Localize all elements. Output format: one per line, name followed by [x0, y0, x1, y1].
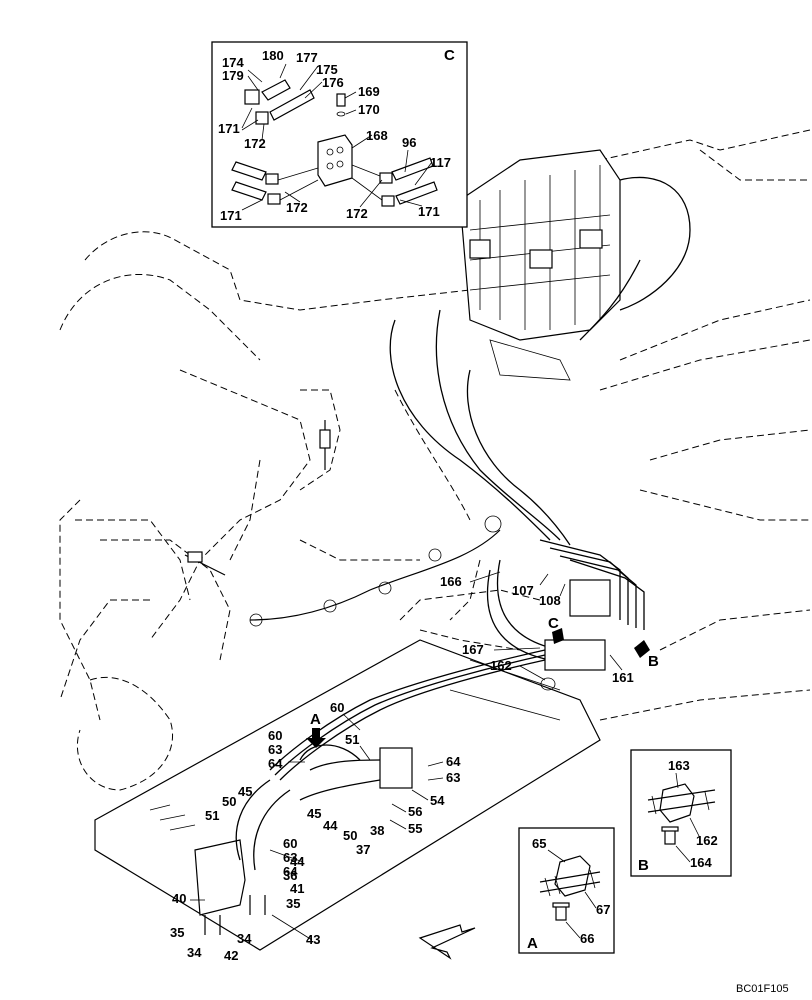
svg-text:64: 64: [446, 754, 461, 769]
svg-text:A: A: [527, 935, 538, 952]
svg-text:162: 162: [490, 658, 512, 673]
svg-text:162: 162: [696, 833, 718, 848]
front-direction-arrow: [418, 924, 476, 960]
svg-text:51: 51: [205, 808, 219, 823]
svg-text:117: 117: [430, 155, 451, 170]
svg-text:34: 34: [237, 931, 252, 946]
svg-text:35: 35: [170, 925, 184, 940]
svg-text:170: 170: [358, 102, 380, 117]
svg-text:66: 66: [580, 931, 594, 946]
inset-c: C 180 174 179 177 175 176 169 170 171 17…: [211, 41, 468, 228]
svg-text:64: 64: [283, 864, 298, 879]
machine-frame-outline: [59, 129, 811, 791]
svg-text:166: 166: [440, 574, 462, 589]
svg-text:175: 175: [316, 62, 338, 77]
svg-text:C: C: [444, 47, 455, 64]
svg-text:51: 51: [345, 732, 359, 747]
svg-text:45: 45: [307, 806, 321, 821]
svg-text:44: 44: [290, 854, 305, 869]
svg-text:167: 167: [462, 642, 484, 657]
svg-text:174: 174: [222, 55, 244, 70]
svg-text:37: 37: [356, 842, 370, 857]
svg-text:164: 164: [690, 855, 712, 870]
svg-text:55: 55: [408, 821, 422, 836]
svg-text:169: 169: [358, 84, 380, 99]
control-valve: [389, 149, 691, 546]
main-callouts: 166 107 108 167 162 161 60 60 63 64 51 6…: [170, 574, 634, 963]
svg-text:40: 40: [172, 891, 186, 906]
svg-text:63: 63: [446, 770, 460, 785]
svg-text:172: 172: [244, 136, 266, 151]
svg-text:B: B: [648, 653, 659, 670]
inset-b: B 163 162 164: [630, 749, 732, 877]
svg-text:96: 96: [402, 135, 416, 150]
travel-joint-block: [194, 744, 413, 935]
view-arrow-b: B: [634, 640, 659, 670]
svg-text:161: 161: [612, 670, 634, 685]
svg-text:B: B: [638, 857, 649, 874]
svg-text:171: 171: [220, 208, 242, 223]
svg-text:67: 67: [596, 902, 610, 917]
svg-text:50: 50: [343, 828, 357, 843]
svg-text:163: 163: [668, 758, 690, 773]
svg-text:60: 60: [268, 728, 282, 743]
svg-text:C: C: [548, 615, 559, 632]
svg-text:177: 177: [296, 50, 318, 65]
svg-text:107: 107: [512, 583, 534, 598]
view-arrow-c: C: [548, 615, 564, 644]
svg-text:35: 35: [286, 896, 300, 911]
svg-text:44: 44: [323, 818, 338, 833]
svg-text:42: 42: [224, 948, 238, 963]
svg-text:43: 43: [306, 932, 320, 947]
svg-text:63: 63: [268, 742, 282, 757]
svg-text:171: 171: [418, 204, 440, 219]
svg-text:56: 56: [408, 804, 422, 819]
svg-text:41: 41: [290, 881, 304, 896]
svg-text:64: 64: [268, 756, 283, 771]
svg-text:168: 168: [366, 128, 388, 143]
svg-text:45: 45: [238, 784, 252, 799]
figure-code: BC01F105: [736, 983, 789, 995]
svg-text:50: 50: [222, 794, 236, 809]
svg-text:60: 60: [283, 836, 297, 851]
view-arrow-a: A: [306, 711, 326, 748]
svg-text:54: 54: [430, 793, 445, 808]
svg-text:38: 38: [370, 823, 384, 838]
svg-text:171: 171: [218, 121, 240, 136]
svg-text:36: 36: [283, 868, 297, 883]
svg-text:A: A: [310, 711, 321, 728]
svg-text:176: 176: [322, 75, 344, 90]
svg-text:179: 179: [222, 68, 244, 83]
svg-text:108: 108: [539, 593, 561, 608]
svg-text:172: 172: [346, 206, 368, 221]
svg-text:60: 60: [330, 700, 344, 715]
pilot-line: [184, 420, 502, 627]
svg-text:34: 34: [187, 945, 202, 960]
svg-text:180: 180: [262, 48, 284, 63]
pipe-bundle: [269, 539, 645, 781]
inset-a: A 65 67 66: [518, 827, 615, 954]
svg-text:65: 65: [532, 836, 546, 851]
svg-text:172: 172: [286, 200, 308, 215]
main-leader-lines: [190, 571, 623, 941]
